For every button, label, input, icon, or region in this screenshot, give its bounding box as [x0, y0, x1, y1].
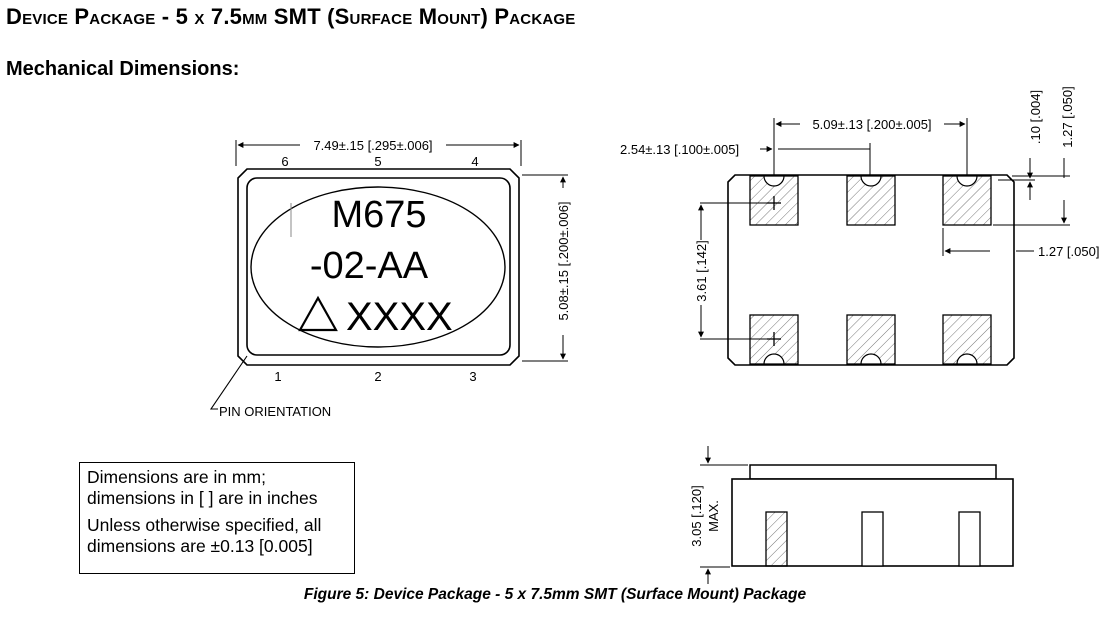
marking-line-1: M675	[331, 194, 426, 236]
package-outline	[237, 168, 520, 366]
pin-orientation-label: PIN ORIENTATION	[219, 404, 331, 419]
edge-dim-horizontal-label: 1.27 [.050]	[1038, 244, 1099, 259]
side-height-dim-label: 3.05 [.120]	[689, 485, 704, 546]
note-line: Unless otherwise specified, all	[87, 515, 322, 535]
pin-label: 3	[469, 369, 476, 384]
pad	[942, 314, 992, 365]
pad	[749, 175, 799, 226]
package-lid	[246, 177, 511, 356]
pad	[846, 175, 896, 226]
section-heading: Mechanical Dimensions:	[6, 58, 240, 80]
marking-line-3: XXXX	[346, 295, 453, 339]
side-view: 3.05 [.120] MAX.	[689, 446, 1014, 584]
note-line: dimensions are ±0.13 [0.005]	[87, 536, 313, 556]
figure-caption: Figure 5: Device Package - 5 x 7.5mm SMT…	[303, 586, 807, 603]
side-terminal	[765, 511, 788, 567]
pad	[942, 175, 992, 226]
side-terminal	[861, 511, 884, 567]
pad	[846, 314, 896, 365]
page-title: Device Package - 5 x 7.5mm SMT (Surface …	[6, 4, 576, 29]
side-terminal	[958, 511, 981, 567]
note-line: Dimensions are in mm;	[87, 467, 266, 487]
marking-oval	[250, 186, 506, 348]
width-dim-label: 7.49±.15 [.295±.006]	[313, 138, 432, 153]
note-line: dimensions in [ ] are in inches	[87, 488, 318, 508]
pad-pitch-dim-label: 5.09±.13 [.200±.005]	[812, 117, 931, 132]
gap-dim-label: .10 [.004]	[1028, 90, 1043, 144]
pin-label: 6	[281, 154, 288, 169]
pad-view: 5.09±.13 [.200±.005] 2.54±.13 [.100±.005…	[620, 86, 1099, 366]
pad-package-outline	[727, 174, 1015, 366]
triangle-icon	[298, 295, 338, 332]
pin-orientation-leader	[209, 355, 248, 410]
pin-label: 2	[374, 369, 381, 384]
edge-dim-vertical-label: 1.27 [.050]	[1060, 86, 1075, 147]
side-height-note: MAX.	[706, 500, 721, 532]
side-lid	[749, 464, 997, 480]
pad-height-dim-label: 3.61 [.142]	[694, 240, 709, 301]
pad-width-dim-label: 2.54±.13 [.100±.005]	[620, 142, 739, 157]
pin-label: 4	[471, 154, 478, 169]
height-dim-label: 5.08±.15 [.200±.006]	[556, 201, 571, 320]
dimensions-note-box: Dimensions are in mm; dimensions in [ ] …	[79, 462, 355, 574]
top-view: 7.49±.15 [.295±.006] 6 5 4 M675 -02-AA X…	[209, 138, 571, 419]
pin-label: 5	[374, 154, 381, 169]
marking-line-2: -02-AA	[310, 245, 429, 287]
pin-label: 1	[274, 369, 281, 384]
